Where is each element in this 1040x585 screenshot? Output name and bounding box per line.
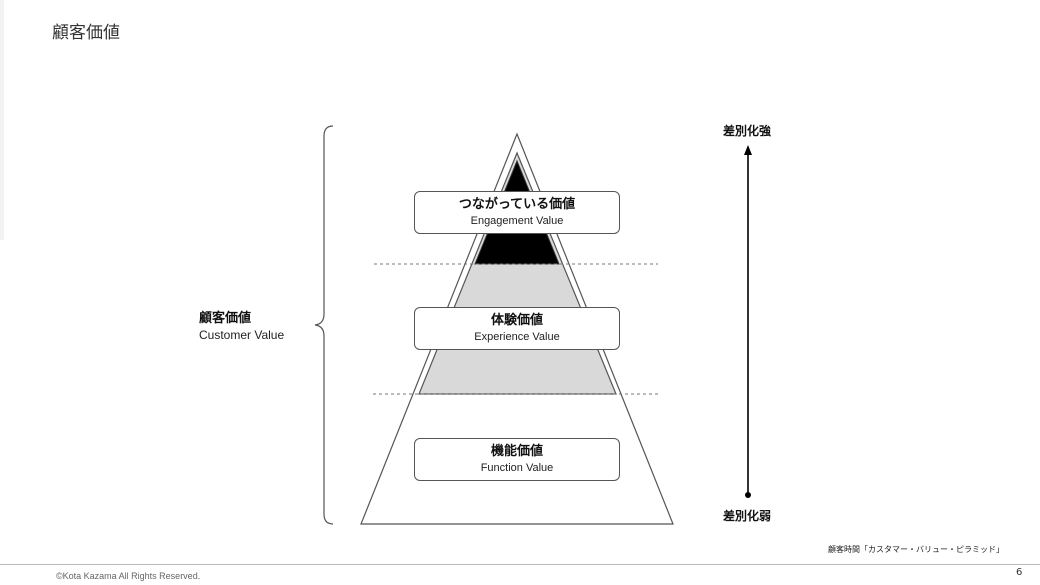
customer-value-label: 顧客価値 Customer Value (199, 310, 284, 343)
customer-value-brace (314, 125, 334, 525)
differentiation-strong-label: 差別化強 (723, 124, 772, 138)
experience-value-jp: 体験価値 (490, 313, 543, 328)
function-value-jp: 機能価値 (490, 444, 543, 459)
customer-value-en: Customer Value (199, 328, 285, 342)
page-number: 6 (1016, 567, 1023, 578)
customer-value-jp: 顧客価値 (199, 311, 252, 326)
footer-divider (0, 564, 1040, 565)
arrow-head-icon (744, 145, 752, 155)
experience-value-en: Experience Value (474, 331, 560, 343)
engagement-value-jp: つながっている価値 (458, 197, 576, 212)
engagement-value-en: Engagement Value (470, 215, 564, 227)
axis-end-dot-icon (745, 492, 751, 498)
differentiation-weak-label: 差別化弱 (723, 509, 772, 523)
left-edge-strip (0, 0, 4, 240)
experience-value-box: 体験価値 Experience Value (414, 307, 620, 350)
function-value-box: 機能価値 Function Value (414, 438, 620, 481)
engagement-value-box: つながっている価値 Engagement Value (414, 191, 620, 234)
source-note: 顧客時間「カスタマー・バリュー・ピラミッド」 (828, 545, 1004, 554)
function-value-en: Function Value (480, 462, 554, 474)
slide-title: 顧客価値 (52, 23, 120, 43)
copyright-text: ©Kota Kazama All Rights Reserved. (56, 571, 201, 581)
